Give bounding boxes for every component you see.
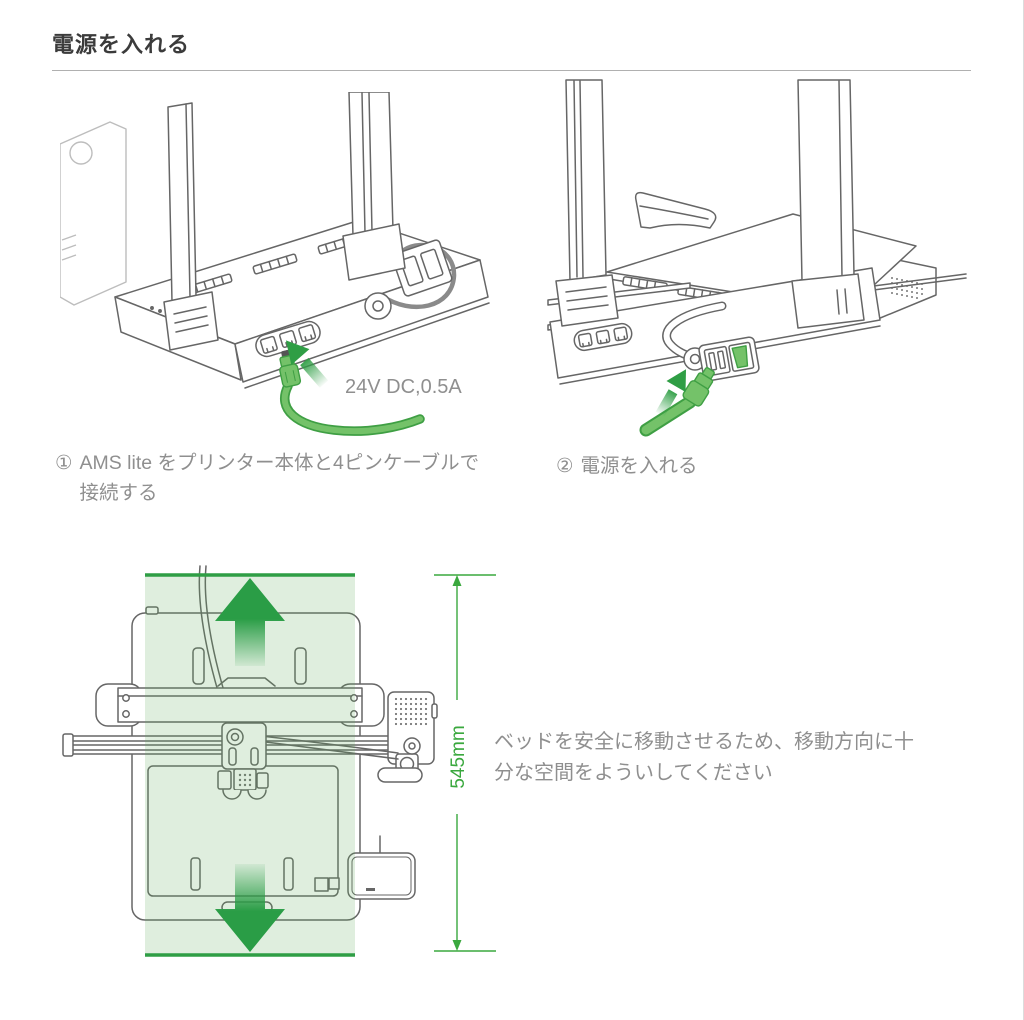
- ams-lite-faint-outline: [60, 121, 127, 306]
- power-switch: [731, 345, 749, 369]
- ams-port-group: [255, 320, 321, 358]
- printer-base-illustration: [114, 92, 490, 389]
- up-arrow-icon: [215, 578, 285, 666]
- clearance-note: ベッドを安全に移動させるため、移動方向に十 分な空間をよういしてください: [494, 727, 914, 789]
- clearance-note-line1: ベッドを安全に移動させるため、移動方向に十: [494, 731, 914, 753]
- title-divider: [52, 70, 971, 71]
- clearance-note-line2: 分な空間をよういしてください: [494, 762, 773, 784]
- left-tower: [555, 79, 619, 327]
- power-inlet-panel: [698, 336, 760, 382]
- bed-handle: [634, 191, 717, 229]
- speaker-grille: [891, 277, 923, 299]
- step-2-text: 電源を入れる: [580, 455, 698, 477]
- plug-arrow-icon: [655, 369, 686, 417]
- step-2-number: ②: [556, 455, 574, 477]
- step-1-caption: ① AMS lite をプリンター本体と4ピンケーブルで接続する: [55, 448, 479, 508]
- left-tower: [163, 102, 219, 351]
- power-plug: [639, 367, 715, 437]
- printer-top-view: [62, 565, 438, 921]
- step-1-line1: AMS lite をプリンター本体と4ピンケーブルで: [79, 452, 480, 474]
- printer-rear-illustration: [547, 79, 967, 385]
- down-arrow-icon: [215, 864, 285, 952]
- step-1-text: AMS lite をプリンター本体と4ピンケーブルで接続する: [79, 448, 479, 508]
- dc-rating-label: 24V DC,0.5A: [345, 376, 462, 398]
- power-cord-and-socket: [364, 239, 457, 320]
- figure-bed-clearance: 545mm: [62, 565, 496, 957]
- dc-cable: [279, 350, 425, 436]
- right-tower: [791, 79, 865, 329]
- toolhead: [217, 722, 399, 800]
- page-title: 電源を入れる: [52, 32, 191, 57]
- figure-power-plug: [547, 79, 967, 437]
- screen: [347, 835, 416, 900]
- step-1-number: ①: [55, 452, 73, 474]
- dc-connector: [279, 350, 302, 388]
- connect-arrow-icon: [285, 340, 329, 388]
- step-1-line2: 接続する: [79, 482, 158, 504]
- dimension-line: [434, 574, 496, 952]
- dimension-label: 545mm: [448, 725, 469, 788]
- extruder-module: [377, 691, 438, 783]
- step-2-caption: ② 電源を入れる: [556, 451, 698, 481]
- figure-ams-cable-connection: 24V DC,0.5A: [60, 92, 490, 436]
- right-tower: [342, 92, 406, 281]
- ams-port-group: [573, 322, 633, 352]
